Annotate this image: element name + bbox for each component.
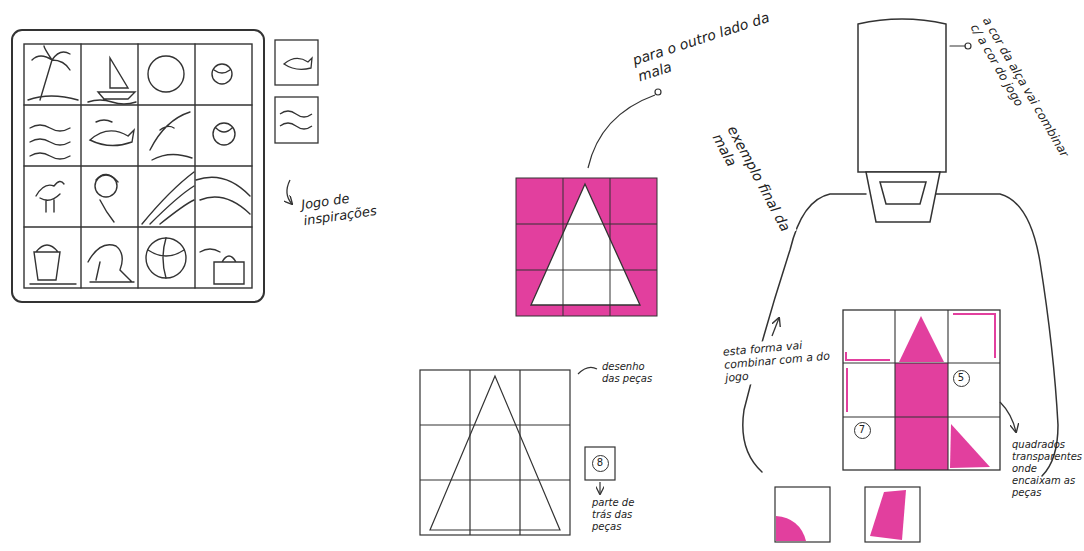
bag-window-grid [772,310,1016,470]
triangle-shape [531,184,640,305]
pink-edge [846,352,890,360]
grid-border [420,370,570,535]
pink-piece-grid [516,89,661,316]
grid-lines [24,44,252,288]
child-doodle [96,174,118,222]
leader-arrow [1000,402,1016,432]
ball-doodle [212,64,232,84]
pink-shape [776,516,806,541]
handwritten-note: para o outro lado da mala [628,5,785,86]
circled-number: 8 [592,455,609,472]
piece-tile [865,487,920,542]
leader-arrow [772,318,779,336]
pink-shape [950,424,990,468]
board-grid [24,44,252,288]
bucket-doodle [30,245,76,284]
waves-doodle [280,111,312,129]
ball-line [216,128,232,132]
triangle-outline [430,376,560,530]
palm-doodle [28,46,78,100]
leader-arrow [287,180,292,204]
grid-border [843,310,1000,470]
handwritten-note: desenho das peças [600,360,666,386]
spare-tiles [275,40,318,204]
ball-doodle [213,123,235,145]
handwritten-note: Jogo de inspirações [298,184,396,230]
pink-ground [516,178,657,316]
pink-shape [895,363,948,417]
grid-lines [843,310,1000,470]
leader-line [950,45,965,46]
beach-ball-doodle [146,238,186,278]
child-body-doodle [88,245,134,282]
buckle-hole [880,182,926,204]
piece-tile [775,487,830,542]
towel-doodle [142,172,194,224]
leader-dot [965,43,971,49]
wave-doodle [150,112,192,160]
leader-dot [655,89,661,95]
loose-pieces [775,487,920,542]
ball-stripes [148,238,184,278]
circled-number: 5 [953,370,970,387]
pink-shape [870,490,906,540]
grid-border [516,178,657,316]
piece-drawing-grid [420,367,615,535]
pink-edge [846,368,848,412]
fish-doodle [90,120,134,146]
towel-doodle [196,177,250,214]
callout-number: 8 [597,458,603,468]
bag-outline [936,194,1058,476]
callout-number: 5 [958,373,964,383]
bird-doodle [36,181,64,212]
pink-shape [899,316,944,362]
grid-lines [420,370,570,535]
board-frame [12,30,264,302]
callout-number: 7 [859,425,865,435]
grid-lines [516,178,657,316]
bag-doodle [200,249,244,284]
handwritten-note: quadrados transparentes onde encaixam as… [1010,438,1084,500]
tile [275,40,318,85]
pink-edge [953,314,995,358]
handwritten-note: a cor da alça vai combinar c/ a cor do j… [965,12,1079,178]
pink-shape [895,417,948,470]
leader-arrow [599,482,600,494]
handwritten-note: esta forma vai combinar com a do jogo [720,335,835,386]
handwritten-note: exemplo final da mala [707,121,797,247]
piece-back-tile [585,447,615,480]
handwritten-note: parte de trás das peças [590,496,656,534]
fish-doodle [284,58,312,69]
leader-line [578,367,597,374]
inspiration-board [12,30,264,302]
circled-number: 7 [854,422,871,439]
ball-line [214,70,230,73]
tile [275,97,318,143]
bag-handle [858,19,946,172]
leader-line [588,95,655,168]
bag-buckle [866,172,940,222]
waves-doodle [30,125,70,159]
boat-doodle [88,58,136,104]
sun-doodle [148,56,184,92]
